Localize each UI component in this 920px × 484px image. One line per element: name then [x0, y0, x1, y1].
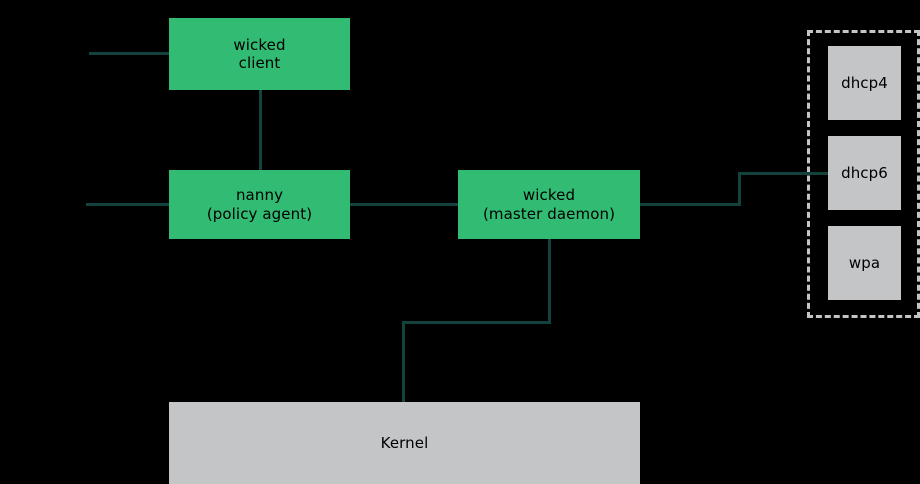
node-label-wicked-client: wicked client: [233, 35, 286, 72]
connector-edge-nanny-to-daemon: [350, 203, 458, 206]
connector-edge-daemon-to-supplicants-seg1: [640, 203, 741, 206]
node-wpa[interactable]: wpa: [828, 226, 901, 300]
connector-edge-left-to-nanny: [86, 203, 169, 206]
node-label-wicked-daemon: wicked (master daemon): [482, 186, 616, 223]
node-kernel[interactable]: Kernel: [169, 402, 640, 484]
node-label-dhcp4: dhcp4: [841, 73, 888, 92]
node-label-wpa: wpa: [848, 253, 881, 272]
node-dhcp6[interactable]: dhcp6: [828, 136, 901, 210]
node-dhcp4[interactable]: dhcp4: [828, 46, 901, 120]
connector-edge-daemon-to-supplicants-seg3: [738, 172, 828, 175]
connector-edge-daemon-to-kernel-seg3: [402, 321, 405, 402]
node-wicked-daemon[interactable]: wicked (master daemon): [458, 170, 640, 239]
connector-edge-daemon-to-kernel-seg1: [548, 239, 551, 324]
connector-edge-client-to-nanny: [259, 90, 262, 170]
node-wicked-client[interactable]: wicked client: [169, 18, 350, 90]
node-label-kernel: Kernel: [380, 433, 429, 452]
connector-edge-left-to-client: [89, 52, 169, 55]
connector-edge-daemon-to-supplicants-seg2: [738, 172, 741, 206]
connector-edge-daemon-to-kernel-seg2: [402, 321, 551, 324]
node-label-dhcp6: dhcp6: [841, 163, 888, 182]
node-label-nanny: nanny (policy agent): [206, 186, 313, 223]
node-nanny[interactable]: nanny (policy agent): [169, 170, 350, 239]
